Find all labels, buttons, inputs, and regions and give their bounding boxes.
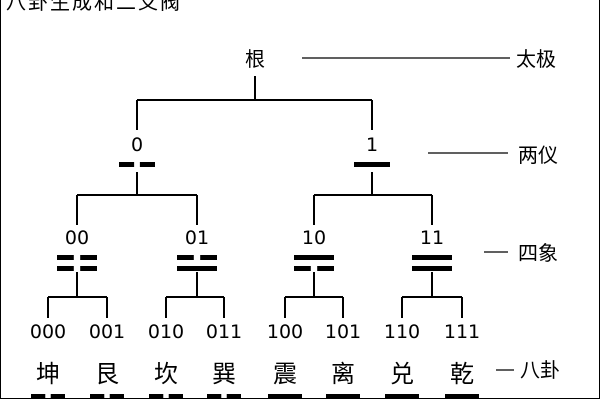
liangyi-1-yang-yao	[354, 162, 390, 167]
bagua-1-yin-yao-left	[90, 394, 105, 399]
sixiang-1-top-yin-yao-left	[177, 255, 194, 260]
gua-name-li: 离	[331, 360, 355, 388]
gua-name-gen: 艮	[95, 360, 119, 388]
root-label: 根	[245, 47, 265, 71]
bagua-code-110: 110	[383, 321, 421, 343]
sixiang-0-bottom-yin-yao-right	[80, 266, 97, 271]
bagua-code-010: 010	[147, 321, 185, 343]
gua-name-dui: 兑	[390, 360, 414, 388]
liangyi-code-0: 0	[130, 134, 144, 156]
bagua-code-111: 111	[443, 321, 481, 343]
sixiang-2-top-yang-yao	[294, 255, 334, 260]
bagua-0-yin-yao-left	[31, 394, 46, 399]
sixiang-0-bottom-yin-yao-left	[57, 266, 74, 271]
sixiang-1-bottom-yang-yao	[177, 266, 217, 271]
bagua-code-011: 011	[205, 321, 243, 343]
bagua-code-000: 000	[29, 321, 67, 343]
bagua-2-yin-yao-left	[149, 394, 164, 399]
bagua-1-yin-yao-right	[109, 394, 124, 399]
bagua-7-yang-yao	[445, 394, 479, 399]
liangyi-0-yin-yao-left	[119, 162, 135, 167]
bagua-0-yin-yao-right	[50, 394, 65, 399]
level-liangyi: 两仪	[518, 143, 558, 167]
sixiang-0-top-yin-yao-right	[80, 255, 97, 260]
bagua-code-101: 101	[324, 321, 362, 343]
sixiang-code-10: 10	[301, 227, 327, 249]
bagua-4-yang-yao	[268, 394, 302, 399]
gua-name-kun: 坤	[36, 360, 60, 388]
sixiang-3-bottom-yang-yao	[412, 266, 452, 271]
bagua-3-yin-yao-left	[207, 394, 222, 399]
level-bagua: 八卦	[520, 358, 560, 382]
sixiang-code-00: 00	[64, 227, 90, 249]
gua-name-kan: 坎	[154, 360, 178, 388]
bagua-code-001: 001	[88, 321, 126, 343]
sixiang-1-top-yin-yao-right	[200, 255, 217, 260]
bagua-3-yin-yao-right	[226, 394, 241, 399]
sixiang-2-bottom-yin-yao-right	[317, 266, 334, 271]
sixiang-0-top-yin-yao-left	[57, 255, 74, 260]
gua-name-zhen: 震	[273, 360, 297, 388]
bagua-2-yin-yao-right	[168, 394, 183, 399]
sixiang-3-top-yang-yao	[412, 255, 452, 260]
bagua-code-100: 100	[266, 321, 304, 343]
liangyi-0-yin-yao-right	[139, 162, 155, 167]
diagram-title: 八卦生成和二爻阀	[6, 0, 182, 14]
level-sixiang: 四象	[518, 241, 558, 265]
gua-name-xun: 巽	[212, 360, 236, 388]
bagua-5-yang-yao	[326, 394, 360, 399]
sixiang-code-01: 01	[184, 227, 210, 249]
bagua-6-yang-yao	[385, 394, 419, 399]
sixiang-code-11: 11	[419, 227, 445, 249]
sixiang-2-bottom-yin-yao-left	[294, 266, 311, 271]
liangyi-code-1: 1	[365, 134, 379, 156]
gua-name-qian: 乾	[450, 360, 474, 388]
level-taiji: 太极	[516, 47, 556, 71]
